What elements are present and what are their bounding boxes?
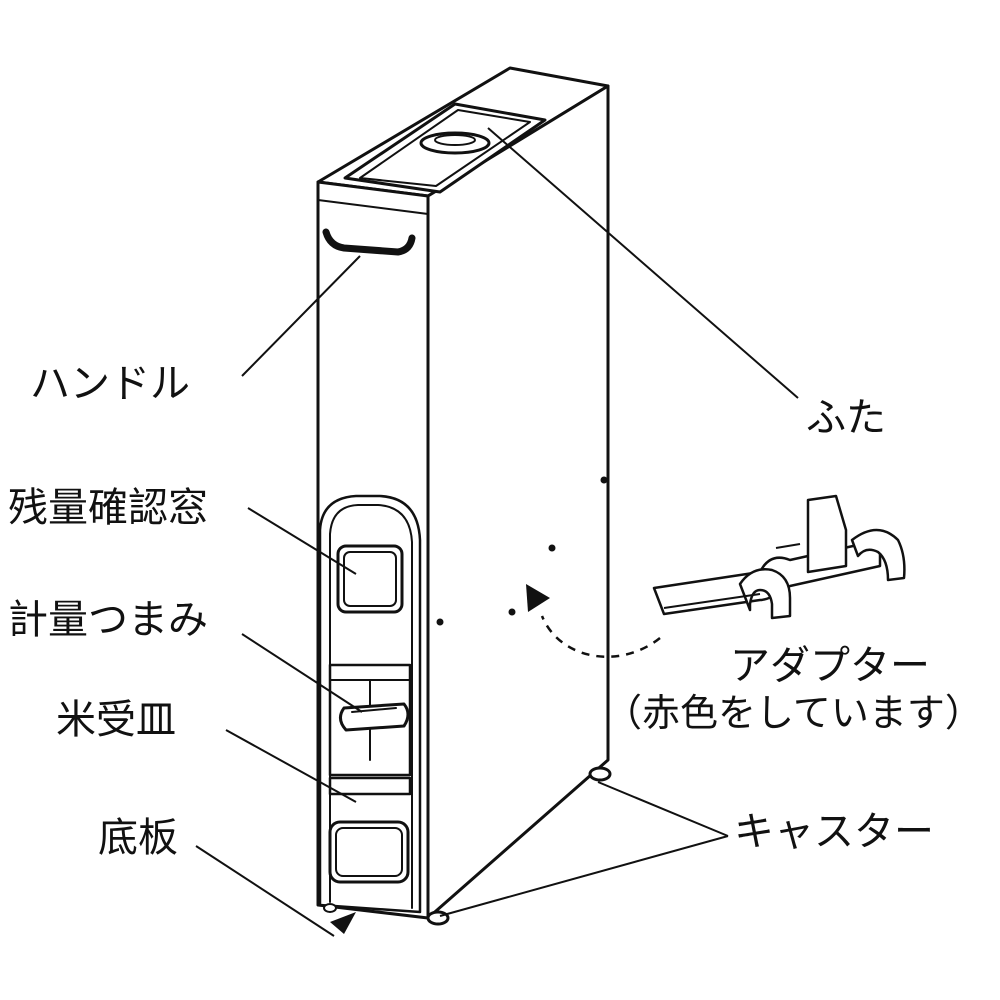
label-adapter: アダプター bbox=[730, 643, 930, 689]
label-knob: 計量つまみ bbox=[8, 597, 208, 643]
measure-knob bbox=[339, 702, 410, 732]
label-handle: ハンドル bbox=[30, 361, 190, 407]
label-caster: キャスター bbox=[734, 809, 934, 855]
side-dots bbox=[436, 476, 608, 626]
leader-lines bbox=[195, 127, 799, 937]
label-tray: 米受皿 bbox=[56, 697, 176, 743]
base-arrow-head bbox=[330, 912, 356, 934]
rice-tray bbox=[328, 776, 412, 796]
base-cover bbox=[328, 820, 410, 884]
label-base: 底板 bbox=[98, 815, 178, 861]
handle bbox=[322, 228, 416, 256]
cabinet-side bbox=[426, 84, 610, 920]
level-window bbox=[336, 544, 404, 614]
caster-back bbox=[588, 766, 612, 782]
adapter-part bbox=[652, 494, 906, 620]
label-adapter-note: （赤色をしています） bbox=[604, 691, 983, 735]
label-window: 残量確認窓 bbox=[8, 485, 208, 531]
arrow-head bbox=[526, 584, 550, 612]
rotation-arrow bbox=[540, 615, 661, 658]
label-lid: ふた bbox=[806, 395, 886, 441]
caster-left bbox=[323, 903, 337, 913]
